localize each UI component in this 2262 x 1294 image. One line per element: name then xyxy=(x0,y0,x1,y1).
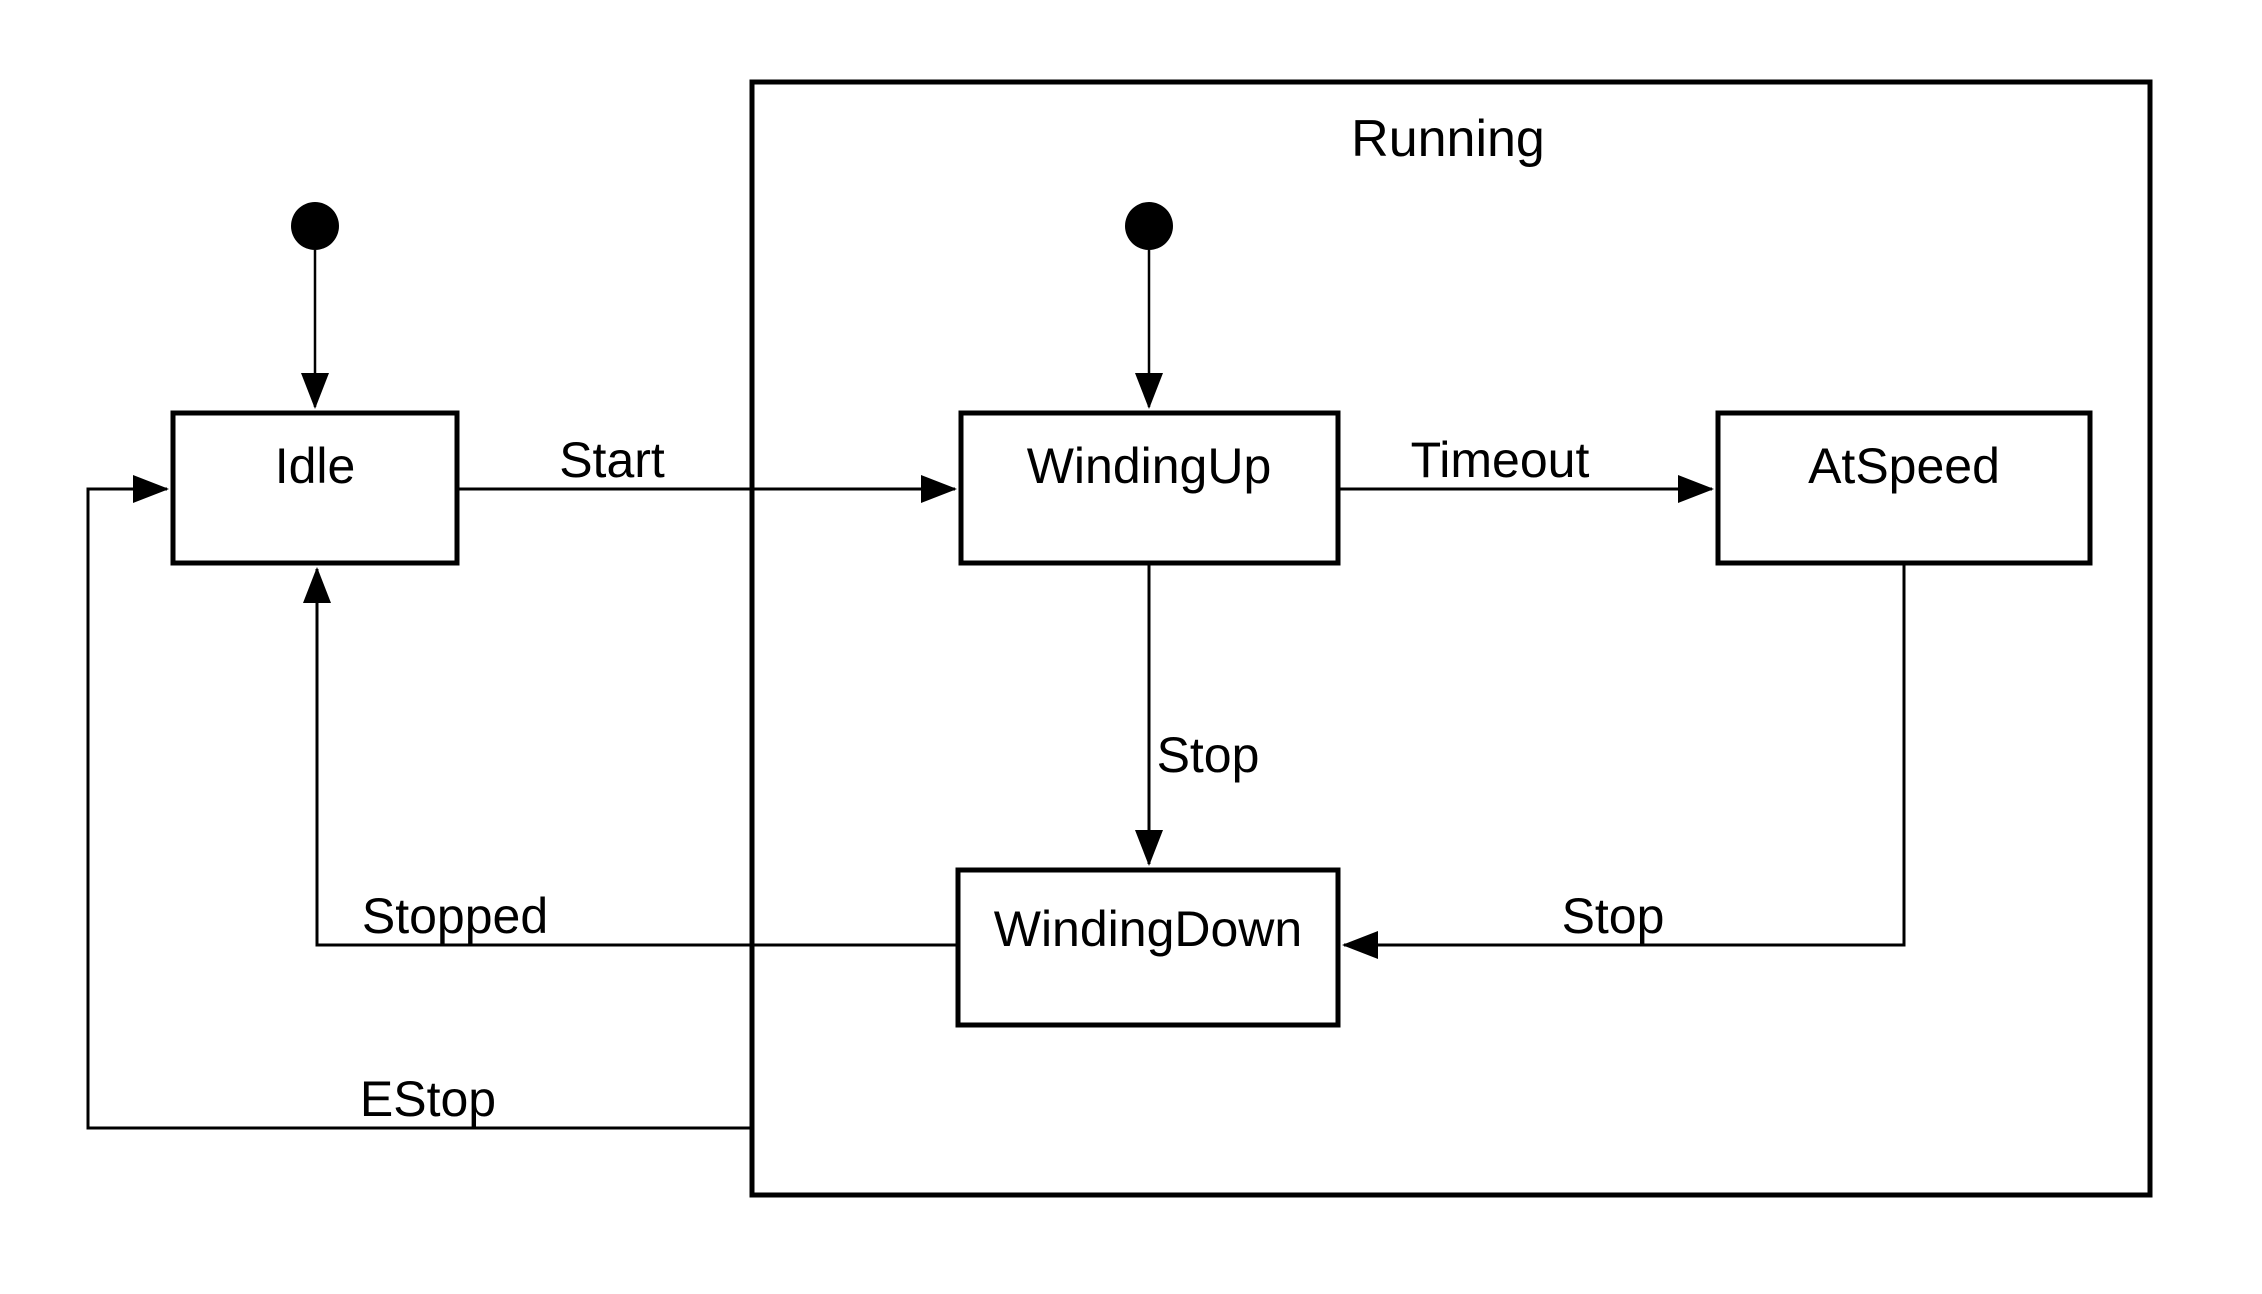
transition-stopped-label: Stopped xyxy=(362,888,548,944)
transition-stop-atspeed-label: Stop xyxy=(1562,888,1665,944)
state-idle-label: Idle xyxy=(275,438,356,494)
transition-stop-windingup-label: Stop xyxy=(1157,727,1260,783)
composite-state-running-label: Running xyxy=(1351,110,1545,168)
state-at-speed xyxy=(1715,410,2093,566)
state-winding-up xyxy=(958,410,1341,566)
state-winding-down-label: WindingDown xyxy=(994,901,1302,957)
state-winding-up-label: WindingUp xyxy=(1027,438,1272,494)
transition-stop-atspeed-path xyxy=(1342,563,1906,959)
transition-estop-path xyxy=(86,475,752,1130)
initial-state-icon xyxy=(1125,202,1173,250)
transition-start-label: Start xyxy=(559,432,665,488)
initial-state-icon xyxy=(291,202,339,250)
composite-state-running xyxy=(749,79,2153,1198)
state-at-speed-label: AtSpeed xyxy=(1808,438,2000,494)
transition-stopped-path xyxy=(303,567,958,947)
transition-timeout-label: Timeout xyxy=(1411,432,1590,488)
state-winding-down xyxy=(955,867,1341,1028)
transition-estop-label: EStop xyxy=(360,1071,496,1127)
